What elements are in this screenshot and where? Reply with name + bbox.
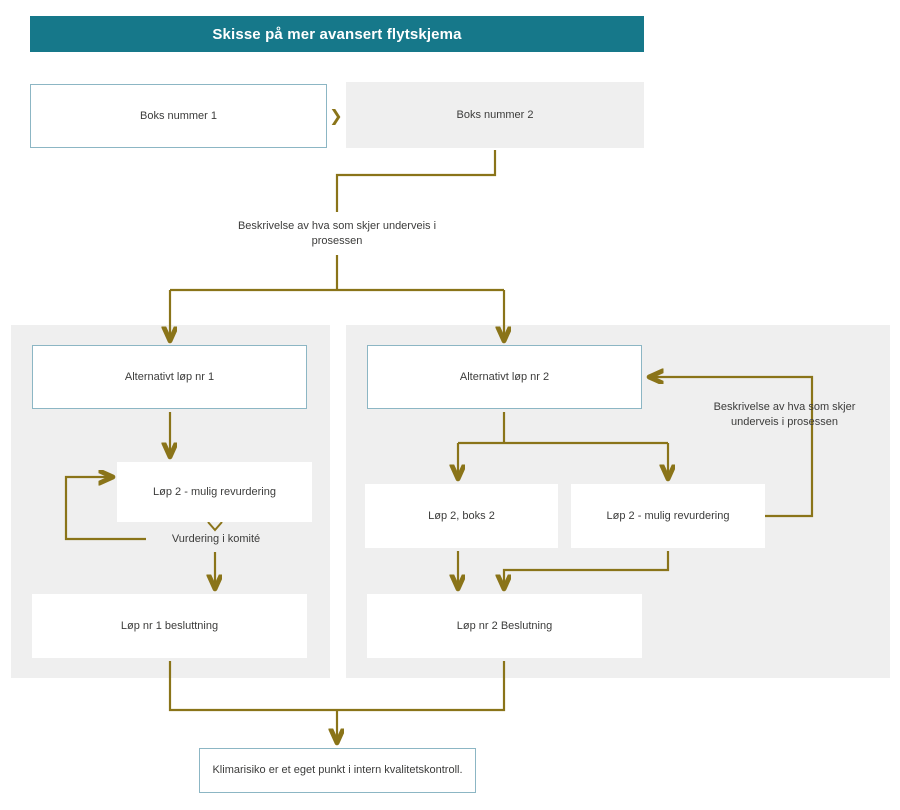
caption-process-description-middle: Beskrivelse av hva som skjer underveis i… [237, 220, 437, 248]
node-lop2-mulig-revurdering-left[interactable]: Løp 2 - mulig revurdering [117, 462, 312, 522]
node-lop-nr-1-besluttning[interactable]: Løp nr 1 besluttning [32, 594, 307, 658]
caption-process-description-right: Beskrivelse av hva som skjer underveis i… [713, 401, 856, 429]
node-klimarisiko-kvalitetskontroll[interactable]: Klimarisiko er et eget punkt i intern kv… [199, 748, 476, 793]
node-alternativt-lop-nr-1[interactable]: Alternativt løp nr 1 [32, 345, 307, 409]
edge-box2-to-caption [335, 150, 497, 212]
node-lop-2-boks-2[interactable]: Løp 2, boks 2 [365, 484, 558, 548]
node-boks-nummer-1[interactable]: Boks nummer 1 [30, 84, 327, 148]
node-lop2-mulig-revurdering-right[interactable]: Løp 2 - mulig revurdering [571, 484, 765, 548]
node-vurdering-i-komite[interactable]: Vurdering i komité [171, 532, 261, 545]
node-boks-nummer-2[interactable]: Boks nummer 2 [346, 82, 644, 148]
node-lop-nr-2-beslutning[interactable]: Løp nr 2 Beslutning [367, 594, 642, 658]
node-alternativt-lop-nr-2[interactable]: Alternativt løp nr 2 [367, 345, 642, 409]
page-title: Skisse på mer avansert flytskjema [30, 16, 644, 52]
chevron-right-icon: ❯ [329, 108, 343, 125]
